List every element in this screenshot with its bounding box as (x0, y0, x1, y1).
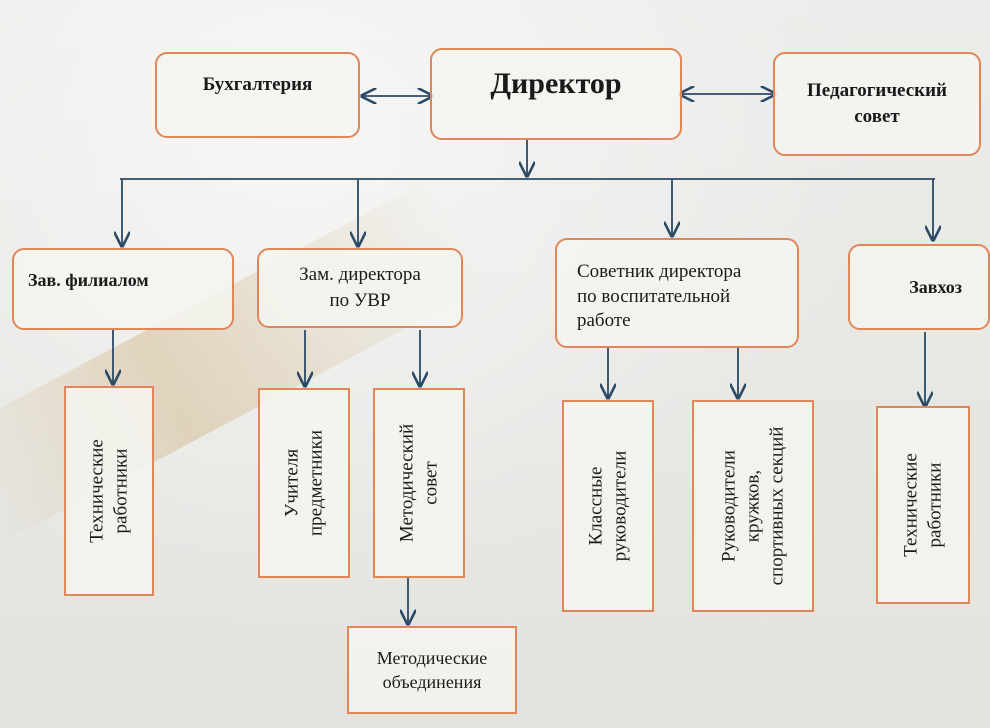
subject-teachers-line1: Учителя (281, 448, 303, 518)
supply-manager-box: Завхоз (848, 244, 990, 330)
club-leaders-line2: кружков, (742, 469, 764, 543)
class-teachers-line2: руководители (609, 450, 630, 562)
ped-council-line1: Педагогический (807, 80, 947, 102)
class-teachers-line1: Классные (585, 466, 607, 546)
advisor-line2: по воспитательной (577, 285, 731, 307)
method-council-line2: совет (420, 461, 441, 505)
deputy-box: Зам. директора по УВР (257, 248, 463, 328)
method-council-line1: Методический (396, 423, 418, 543)
branch-head-box: Зав. филиалом (12, 248, 234, 330)
club-leaders-line3: спортивных секций (765, 426, 787, 586)
tech-workers-1-line2: работники (110, 448, 131, 534)
subject-teachers-line2: предметники (305, 429, 326, 537)
advisor-line1: Советник директора (577, 261, 742, 282)
club-leaders-box: Руководители кружков, спортивных секций (692, 400, 814, 612)
method-assoc-line2: объединения (382, 672, 482, 692)
tech-workers-2-box: Технические работники (876, 406, 970, 604)
deputy-line2: по УВР (329, 290, 391, 311)
ped-council-box: Педагогический совет (773, 52, 981, 156)
method-council-box: Методический совет (373, 388, 465, 578)
ped-council-line2: совет (854, 106, 900, 127)
deputy-line1: Зам. директора (299, 264, 421, 286)
method-assoc-box: Методические объединения (347, 626, 517, 714)
tech-workers-2-line1: Технические (900, 453, 922, 557)
tech-workers-1-box: Технические работники (64, 386, 154, 596)
advisor-box: Советник директора по воспитательной раб… (555, 238, 799, 348)
club-leaders-line1: Руководители (718, 450, 740, 562)
accounting-label: Бухгалтерия (202, 74, 313, 95)
accounting-box: Бухгалтерия (155, 52, 360, 138)
director-box: Директор (430, 48, 682, 140)
method-assoc-line1: Методические (376, 647, 488, 668)
supply-manager-label: Завхоз (909, 276, 962, 297)
branch-head-label: Зав. филиалом (28, 270, 149, 290)
tech-workers-2-line2: работники (924, 462, 945, 548)
subject-teachers-box: Учителя предметники (258, 388, 350, 578)
tech-workers-1-line1: Технические (86, 439, 108, 543)
advisor-line3: работе (577, 310, 631, 332)
director-label: Директор (490, 67, 622, 100)
class-teachers-box: Классные руководители (562, 400, 654, 612)
